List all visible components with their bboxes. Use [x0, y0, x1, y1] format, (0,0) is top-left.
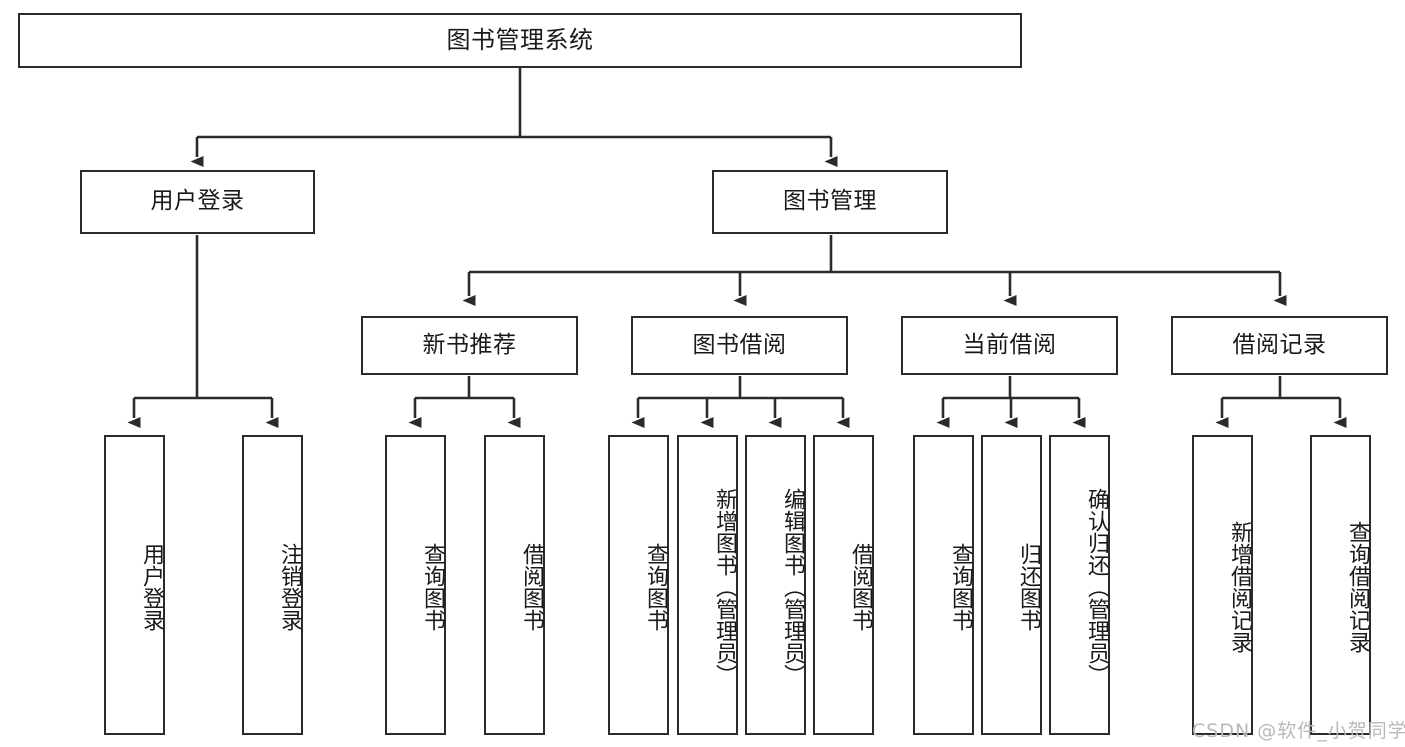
node-book-borrow[interactable]: 图书借阅: [631, 316, 848, 375]
node-label: 图书管理系统: [446, 26, 594, 55]
node-label: 查询图书: [420, 543, 445, 631]
leaf-logout-login[interactable]: 注销登录: [242, 435, 303, 735]
node-new-book-recommend[interactable]: 新书推荐: [361, 316, 578, 375]
node-label: 新书推荐: [422, 331, 517, 358]
node-book-management[interactable]: 图书管理: [712, 170, 948, 234]
node-label: 用户登录: [139, 543, 164, 631]
node-label: 确认归还（管理员）: [1084, 488, 1109, 686]
node-user-login[interactable]: 用户登录: [80, 170, 315, 234]
leaf-add-borrow-record[interactable]: 新增借阅记录: [1192, 435, 1253, 735]
node-label: 注销登录: [277, 543, 302, 631]
node-label: 用户登录: [150, 188, 245, 215]
leaf-confirm-return-admin[interactable]: 确认归还（管理员）: [1049, 435, 1110, 735]
leaf-query-book-current[interactable]: 查询图书: [913, 435, 974, 735]
leaf-query-book-recommend[interactable]: 查询图书: [385, 435, 446, 735]
leaf-borrow-book-recommend[interactable]: 借阅图书: [484, 435, 545, 735]
node-label: 借阅图书: [519, 543, 544, 631]
node-label: 归还图书: [1016, 543, 1041, 631]
node-label: 查询图书: [643, 543, 668, 631]
node-label: 当前借阅: [962, 331, 1057, 358]
leaf-edit-book-admin[interactable]: 编辑图书（管理员）: [745, 435, 806, 735]
node-label: 借阅记录: [1232, 331, 1327, 358]
leaf-user-login[interactable]: 用户登录: [104, 435, 165, 735]
leaf-add-book-admin[interactable]: 新增图书（管理员）: [677, 435, 738, 735]
leaf-query-borrow-record[interactable]: 查询借阅记录: [1310, 435, 1371, 735]
node-borrow-record[interactable]: 借阅记录: [1171, 316, 1388, 375]
csdn-watermark: CSDN @软件_小贺同学: [1192, 720, 1405, 742]
node-label: 新增图书（管理员）: [712, 488, 737, 686]
node-label: 查询借阅记录: [1345, 521, 1370, 653]
node-label: 图书借阅: [692, 331, 787, 358]
node-label: 借阅图书: [848, 543, 873, 631]
node-root-book-management-system[interactable]: 图书管理系统: [18, 13, 1022, 68]
node-label: 查询图书: [948, 543, 973, 631]
leaf-borrow-book-borrow[interactable]: 借阅图书: [813, 435, 874, 735]
node-label: 编辑图书（管理员）: [780, 488, 805, 686]
leaf-return-book[interactable]: 归还图书: [981, 435, 1042, 735]
node-label: 图书管理: [783, 188, 877, 215]
node-label: 新增借阅记录: [1227, 521, 1252, 653]
node-current-borrow[interactable]: 当前借阅: [901, 316, 1118, 375]
leaf-query-book-borrow[interactable]: 查询图书: [608, 435, 669, 735]
